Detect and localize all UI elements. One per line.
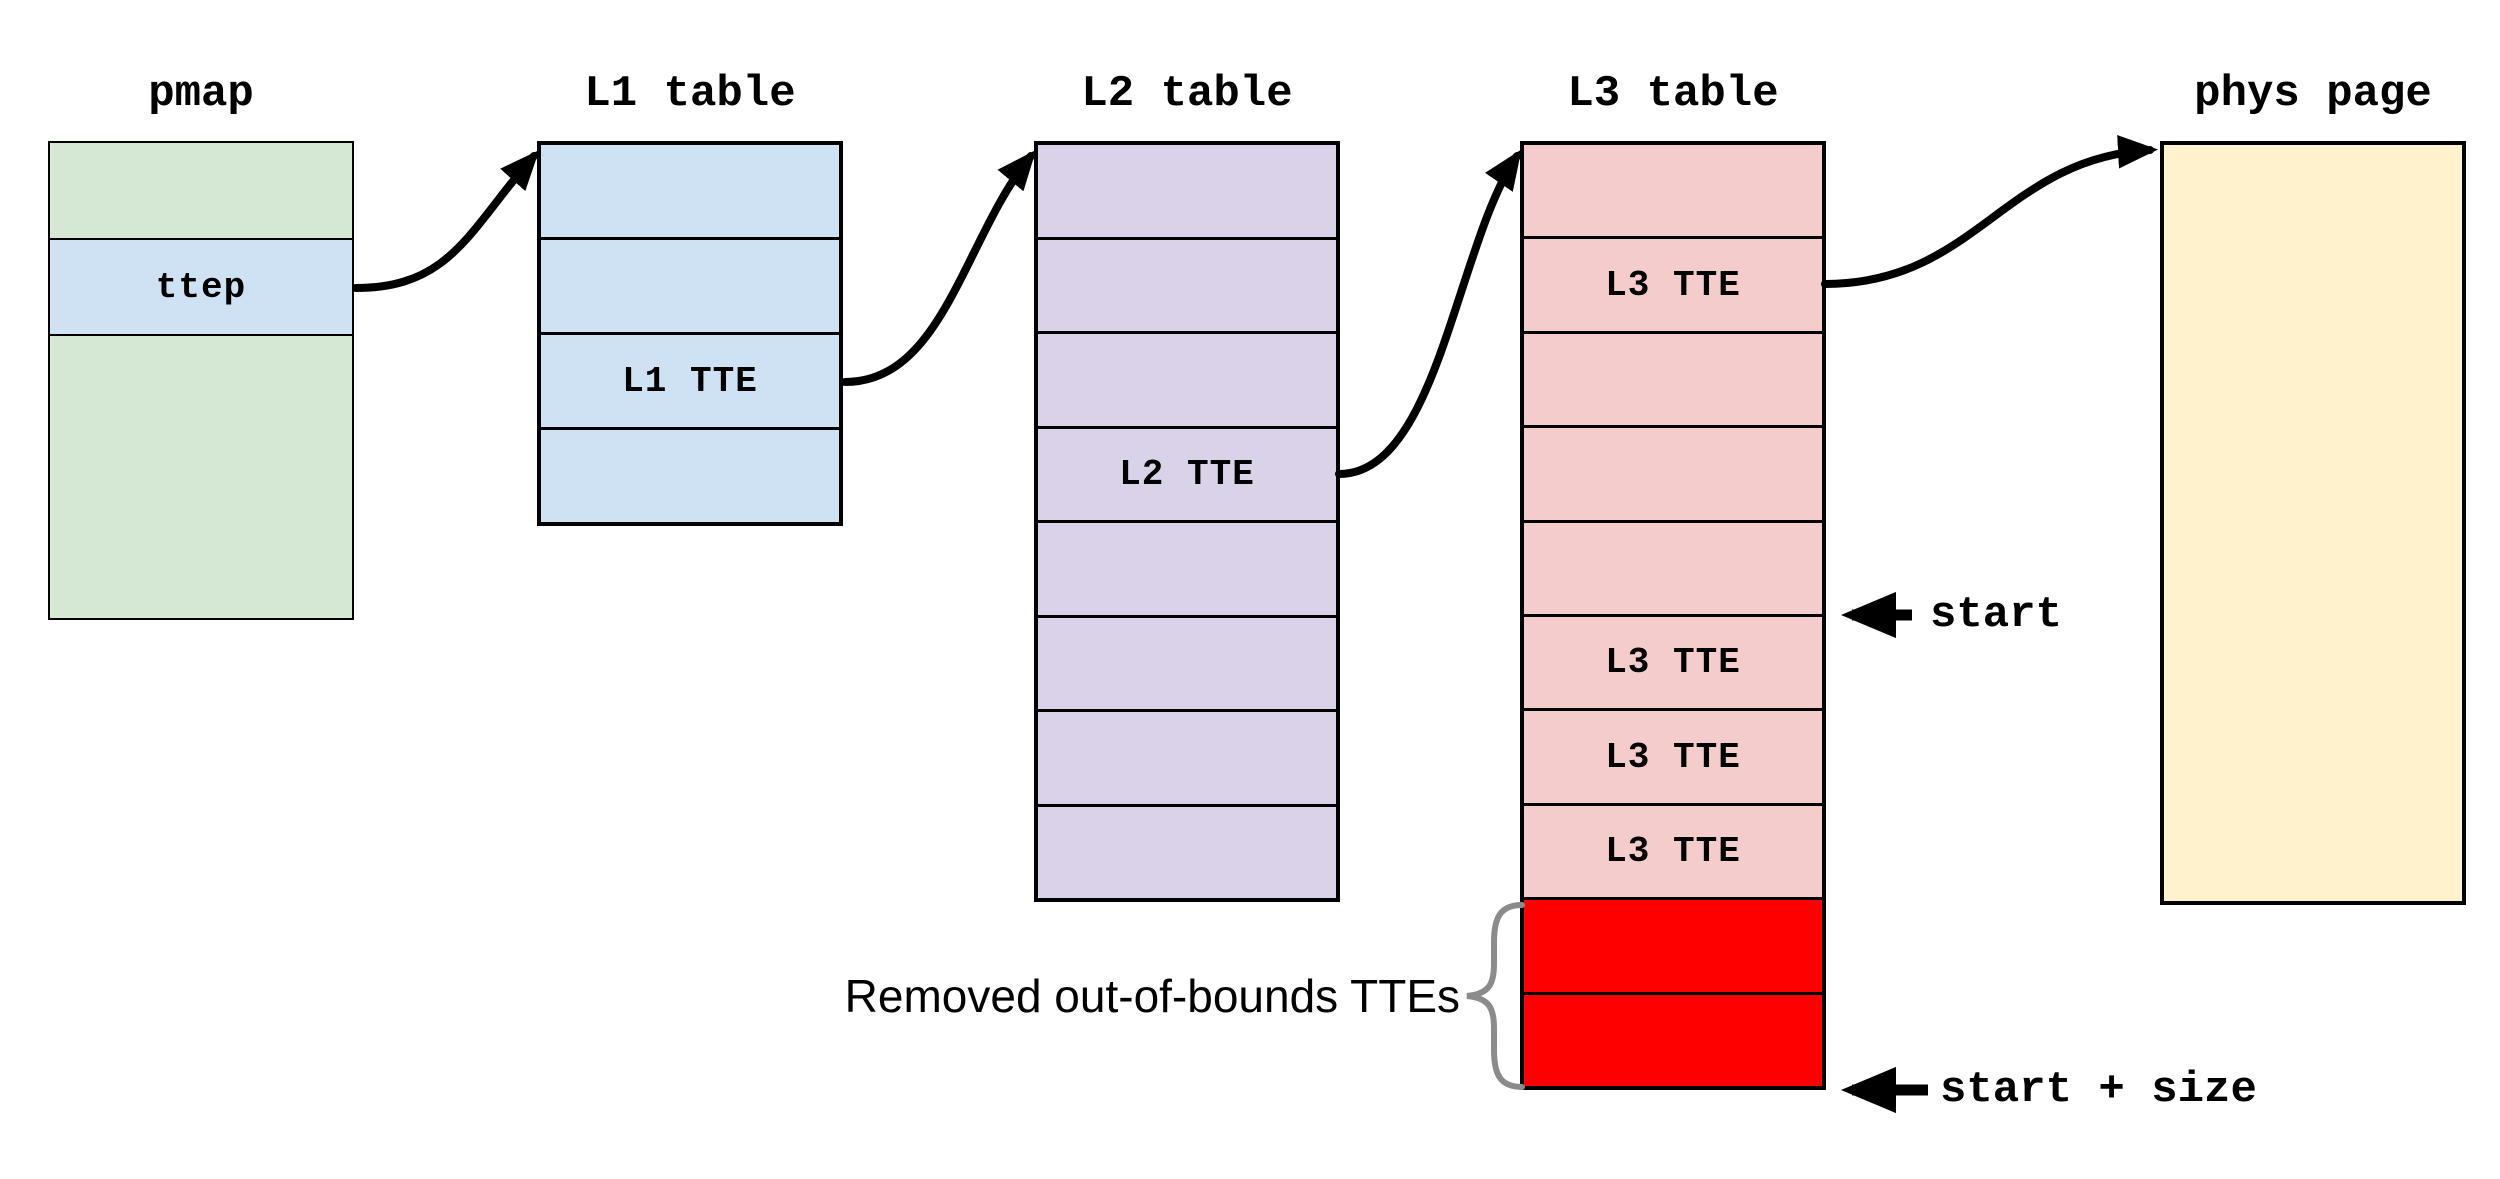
start-label: start bbox=[1930, 590, 2063, 640]
ttep-cell: ttep bbox=[50, 238, 352, 334]
l3-table-title: L3 table bbox=[1567, 69, 1779, 119]
l3-row-1 bbox=[1524, 145, 1822, 237]
phys-page-area bbox=[2164, 145, 2462, 901]
arrow-l2tte-to-l3 bbox=[1335, 149, 1522, 478]
l3-tte-cell-2: L3 TTE bbox=[1524, 614, 1822, 709]
l1-tte-cell: L1 TTE bbox=[541, 332, 839, 427]
l3-row-4 bbox=[1524, 425, 1822, 520]
arrow-l3tte-to-physpage bbox=[1821, 135, 2158, 288]
removed-ttes-label: Removed out-of-bounds TTEs bbox=[844, 970, 1460, 1022]
arrow-l1tte-to-l2 bbox=[841, 149, 1037, 386]
l2-row-3 bbox=[1038, 331, 1336, 426]
l2-row-8 bbox=[1038, 803, 1336, 898]
l2-row-5 bbox=[1038, 520, 1336, 615]
l2-row-6 bbox=[1038, 614, 1336, 709]
l1-tte-label: L1 TTE bbox=[622, 360, 758, 402]
pmap-row-3 bbox=[50, 333, 352, 618]
pmap-box: ttep bbox=[48, 141, 354, 620]
phys-page-title: phys page bbox=[2194, 69, 2432, 119]
l3-removed-row-2 bbox=[1524, 991, 1822, 1087]
l2-row-1 bbox=[1038, 145, 1336, 237]
l3-tte-label-2: L3 TTE bbox=[1605, 642, 1741, 684]
l1-table-box: L1 TTE bbox=[537, 141, 843, 526]
l3-tte-label-4: L3 TTE bbox=[1605, 831, 1741, 873]
l2-tte-label: L2 TTE bbox=[1119, 453, 1255, 495]
l2-row-2 bbox=[1038, 236, 1336, 331]
l2-row-7 bbox=[1038, 709, 1336, 804]
l3-tte-cell-4: L3 TTE bbox=[1524, 802, 1822, 898]
l2-table-title: L2 table bbox=[1081, 69, 1293, 119]
start-size-label: start + size bbox=[1940, 1065, 2257, 1115]
l1-table-title: L1 table bbox=[584, 69, 796, 119]
l2-table-box: L2 TTE bbox=[1034, 141, 1340, 902]
l3-tte-cell-3: L3 TTE bbox=[1524, 708, 1822, 803]
pmap-row-1 bbox=[50, 143, 352, 239]
removed-rows-brace bbox=[1466, 902, 1525, 1090]
ttep-label: ttep bbox=[155, 266, 247, 308]
l1-row-2 bbox=[541, 237, 839, 332]
l2-tte-cell: L2 TTE bbox=[1038, 425, 1336, 520]
l1-row-1 bbox=[541, 145, 839, 237]
l3-tte-label-3: L3 TTE bbox=[1605, 736, 1741, 778]
l3-tte-cell-1: L3 TTE bbox=[1524, 236, 1822, 331]
l1-row-4 bbox=[541, 427, 839, 522]
l3-row-5 bbox=[1524, 519, 1822, 615]
l3-tte-label-1: L3 TTE bbox=[1605, 264, 1741, 306]
l3-table-box: L3 TTE L3 TTE L3 TTE L3 TTE bbox=[1520, 141, 1826, 1090]
pmap-title: pmap bbox=[148, 69, 254, 119]
l3-removed-row-1 bbox=[1524, 897, 1822, 992]
phys-page-box bbox=[2160, 141, 2466, 905]
l3-row-3 bbox=[1524, 330, 1822, 426]
arrow-ttep-to-l1 bbox=[352, 150, 540, 292]
